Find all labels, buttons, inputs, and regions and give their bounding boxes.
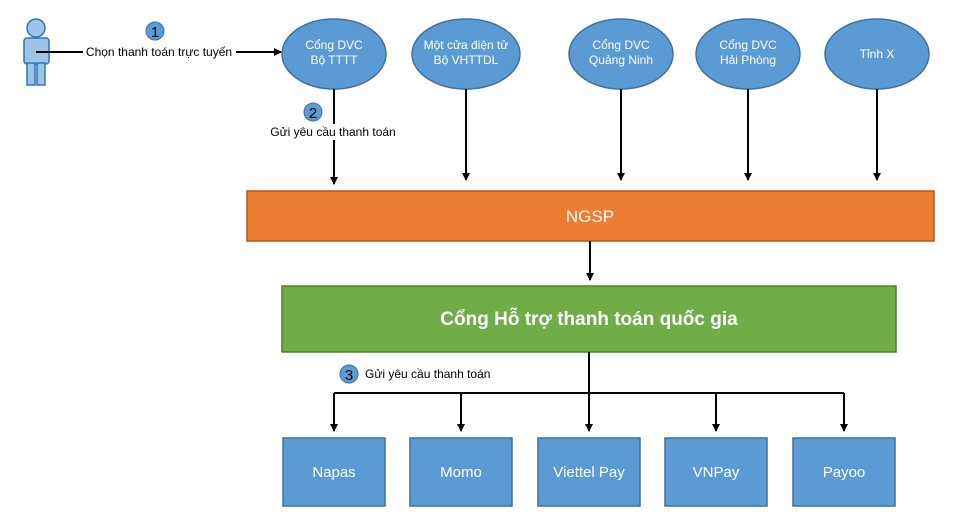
svg-text:Payoo: Payoo: [823, 464, 866, 481]
step3-badge: 3: [339, 364, 359, 384]
portal-ellipse-quang-ninh: Cổng DVC Quảng Ninh: [568, 18, 674, 90]
svg-text:NGSP: NGSP: [566, 207, 614, 226]
portal-ellipse-hai-phong: Cổng DVC Hải Phòng: [695, 18, 801, 90]
svg-text:Tỉnh X: Tỉnh X: [860, 47, 895, 61]
svg-text:Momo: Momo: [440, 464, 482, 481]
svg-text:Cổng DVC: Cổng DVC: [592, 38, 650, 52]
portal-ellipse-bo-tttt: Cổng DVC Bộ TTTT: [281, 18, 387, 90]
step2-badge: 2: [303, 102, 323, 122]
portal-ellipse-bo-vhttdl: Một cửa điện tử Bộ VHTTDL: [411, 18, 521, 90]
svg-text:Napas: Napas: [312, 464, 355, 481]
portal-ellipse-tinh-x: Tỉnh X: [824, 18, 930, 90]
step2-label: Gửi yêu cầu thanh toán: [270, 125, 395, 139]
svg-text:VNPay: VNPay: [693, 464, 740, 481]
provider-box-vnpay: VNPay: [664, 437, 768, 507]
svg-text:1: 1: [151, 24, 159, 41]
svg-text:Quảng Ninh: Quảng Ninh: [589, 53, 653, 67]
svg-text:2: 2: [309, 105, 317, 122]
svg-text:Hải Phòng: Hải Phòng: [720, 53, 776, 67]
step1-badge: 1: [145, 21, 165, 41]
svg-text:Viettel Pay: Viettel Pay: [553, 464, 625, 481]
national-payment-gateway-box: Cổng Hỗ trợ thanh toán quốc gia: [281, 285, 897, 353]
svg-text:Bộ VHTTDL: Bộ VHTTDL: [434, 53, 499, 67]
step1-label: Chọn thanh toán trực tuyến: [86, 45, 232, 59]
svg-text:Cổng DVC: Cổng DVC: [719, 38, 777, 52]
provider-box-payoo: Payoo: [792, 437, 896, 507]
svg-text:3: 3: [345, 367, 353, 384]
ngsp-bar: NGSP: [246, 190, 935, 242]
provider-box-momo: Momo: [409, 437, 513, 507]
provider-box-napas: Napas: [282, 437, 386, 507]
provider-box-viettel-pay: Viettel Pay: [537, 437, 641, 507]
svg-text:Bộ TTTT: Bộ TTTT: [310, 53, 358, 67]
step3-label: Gửi yêu cầu thanh toán: [365, 367, 490, 381]
svg-text:Một cửa điện tử: Một cửa điện tử: [424, 38, 509, 52]
svg-text:Cổng Hỗ trợ thanh toán quốc gi: Cổng Hỗ trợ thanh toán quốc gia: [440, 308, 738, 330]
svg-text:Cổng DVC: Cổng DVC: [305, 38, 363, 52]
